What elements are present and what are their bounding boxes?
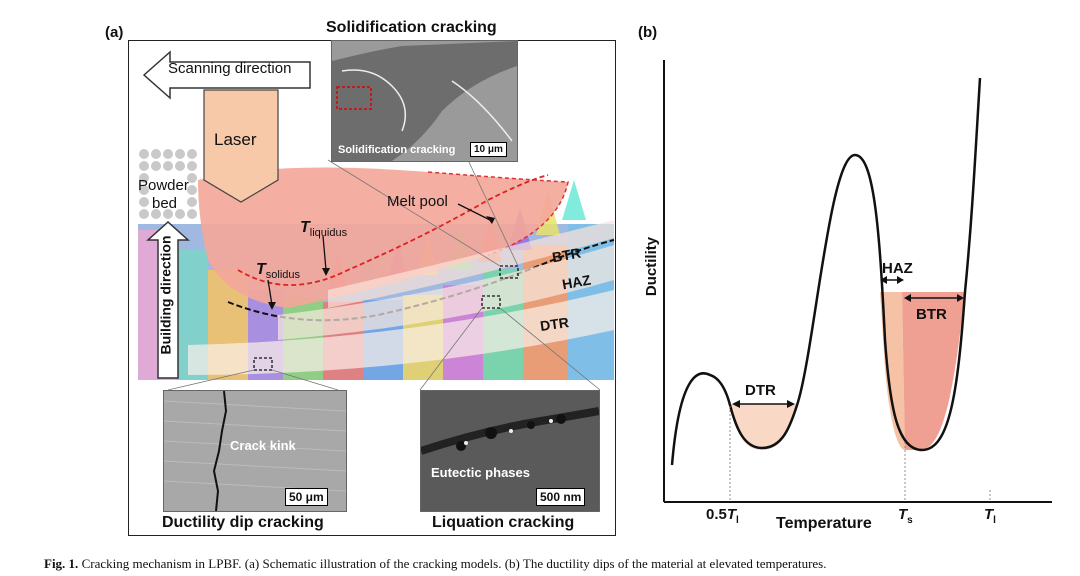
laser-label: Laser xyxy=(214,130,257,149)
powder-bed-label-1: Powder xyxy=(138,177,189,194)
powder-bed-label-2: bed xyxy=(152,195,178,212)
btr-band xyxy=(328,220,614,308)
haz-fill xyxy=(880,292,905,450)
liquidus-line xyxy=(237,174,549,286)
sem-texture-top xyxy=(332,41,517,161)
figure-caption: Fig. 1. Cracking mechanism in LPBF. (a) … xyxy=(44,556,826,572)
ductility-dip-title: Ductility dip cracking xyxy=(162,514,324,531)
t-liquidus-label: Tliquidus xyxy=(300,219,348,240)
scanning-arrow xyxy=(142,50,311,100)
dtr-band xyxy=(188,290,614,375)
t-solidus-label: Tsolidus xyxy=(256,261,301,282)
building-direction-label: Building direction xyxy=(157,235,174,355)
scale-bar-right: 500 nm xyxy=(536,488,586,506)
melt-pool-label: Melt pool xyxy=(387,193,448,210)
x-axis-label: Temperature xyxy=(776,515,872,532)
dtr-label-b: DTR xyxy=(745,382,776,399)
building-direction-arrow xyxy=(146,220,190,379)
tick-ts: Ts xyxy=(898,506,913,526)
ductility-curve xyxy=(670,77,982,466)
panel-a-label: (a) xyxy=(105,24,124,41)
dtr-fill xyxy=(730,404,797,450)
y-axis-label: Ductility xyxy=(643,236,661,297)
powder-particles xyxy=(139,149,197,219)
solidification-title: Solidification cracking xyxy=(326,19,497,36)
ductility-chart xyxy=(663,60,1052,503)
sem-image-solidification xyxy=(331,40,518,162)
laser xyxy=(203,89,279,203)
melt-pool xyxy=(198,167,568,308)
eutectic-phases-annotation: Eutectic phases xyxy=(431,465,530,480)
scanning-direction-label: Scanning direction xyxy=(168,60,292,77)
solidification-annotation: Solidification cracking xyxy=(338,144,456,156)
btr-label-b: BTR xyxy=(916,306,947,323)
btr-fill xyxy=(902,292,965,450)
liquation-title: Liquation cracking xyxy=(432,514,575,531)
tick-tl: Tl xyxy=(984,506,996,526)
crack-kink-annotation: Crack kink xyxy=(230,438,296,453)
caption-text: Cracking mechanism in LPBF. (a) Schemati… xyxy=(81,556,827,571)
panel-b-label: (b) xyxy=(638,24,658,41)
scale-bar-top: 10 μm xyxy=(470,142,507,157)
cracking-schematic xyxy=(138,50,615,391)
haz-label-b: HAZ xyxy=(882,260,913,277)
scale-bar-left: 50 μm xyxy=(285,488,328,506)
tick-half-tl: 0.5Tl xyxy=(706,506,739,526)
haz-band xyxy=(278,245,614,340)
figure-number: Fig. 1. xyxy=(44,556,79,571)
